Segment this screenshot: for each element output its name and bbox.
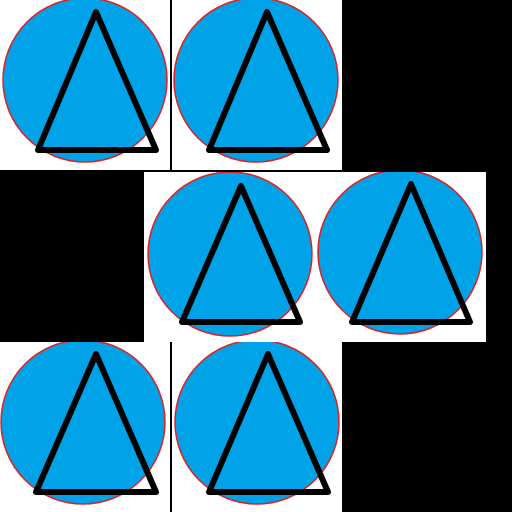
tile-6 — [172, 342, 342, 512]
triangle-in-circle-icon — [147, 172, 313, 337]
tile-1 — [0, 0, 170, 170]
triangle-in-circle-icon — [173, 0, 339, 163]
tile-3 — [144, 172, 486, 342]
triangle-in-circle-icon — [0, 342, 166, 505]
tile-4 — [314, 172, 484, 342]
triangle-in-circle-icon — [174, 342, 340, 505]
tile-5 — [0, 342, 170, 512]
tile-2 — [172, 0, 342, 170]
triangle-in-circle-icon — [317, 172, 483, 335]
triangle-in-circle-icon — [2, 0, 168, 163]
